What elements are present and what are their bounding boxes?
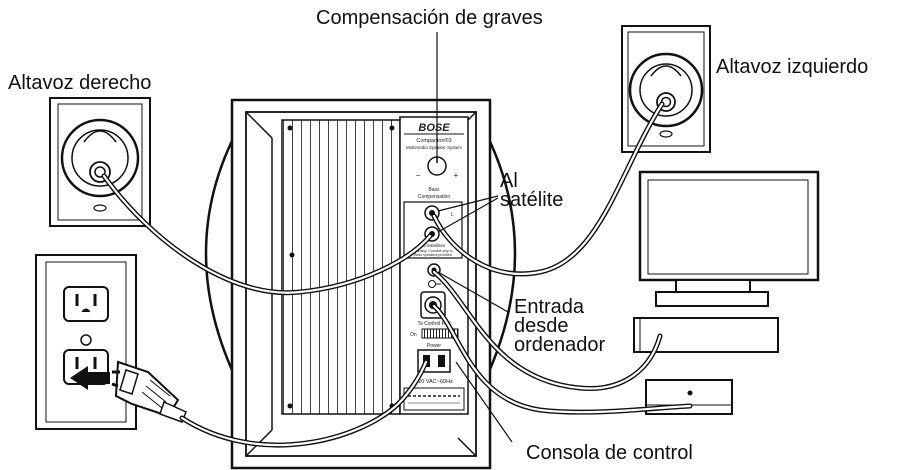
to-satellite-line-2: satélite — [500, 189, 564, 211]
bass-label-2: Compensation — [418, 194, 450, 200]
panel-model: Companion®3 — [416, 137, 451, 144]
on-label: On — [410, 332, 417, 338]
satellites-note-1: Warning: Connect only to — [413, 249, 452, 253]
bass-label-1: Bass — [428, 187, 440, 193]
computer-input-label: Entrada desde ordenador — [514, 296, 606, 356]
voltage-label: 120 VAC~60Hz — [415, 379, 453, 385]
control-panel: BOSE Companion®3 Multimedia Speaker Syst… — [399, 116, 469, 415]
to-satellite-label: Al satélite — [500, 170, 564, 211]
knob-plus-label: + — [454, 171, 459, 180]
to-satellite-line-1: Al — [500, 170, 518, 192]
bass-compensation-label: Compensación de graves — [316, 7, 543, 29]
satellites-label: To Satellites — [421, 243, 446, 248]
brand-logo: BOSE — [418, 122, 450, 134]
knob-minus-label: − — [416, 171, 421, 180]
leader-lines — [436, 32, 513, 443]
cables — [101, 101, 693, 448]
left-speaker-label: Altavoz izquierdo — [716, 56, 869, 78]
wall-outlet — [35, 254, 137, 430]
insert-arrow-icon — [70, 366, 110, 390]
left-speaker — [621, 25, 711, 153]
panel-subtitle: Multimedia Speaker System — [406, 145, 462, 150]
input-symbol-icon — [428, 280, 436, 288]
computer-input-line-2: desde — [514, 315, 569, 337]
satellites-note-2: Bose speakers provided — [414, 253, 452, 257]
control-console-label: Consola de control — [526, 442, 693, 464]
computer-input-line-1: Entrada — [514, 296, 585, 318]
power-plug — [70, 360, 187, 423]
to-control-pod-label: To Control Pod — [417, 321, 450, 327]
channel-l-label: L — [451, 212, 454, 218]
power-label: Power — [427, 343, 442, 349]
rating-plate — [403, 387, 465, 411]
power-switch[interactable] — [421, 328, 459, 339]
computer-input-line-3: ordenador — [514, 334, 606, 356]
right-speaker — [49, 97, 151, 227]
right-speaker-label: Altavoz derecho — [8, 72, 152, 94]
computer — [633, 170, 820, 415]
